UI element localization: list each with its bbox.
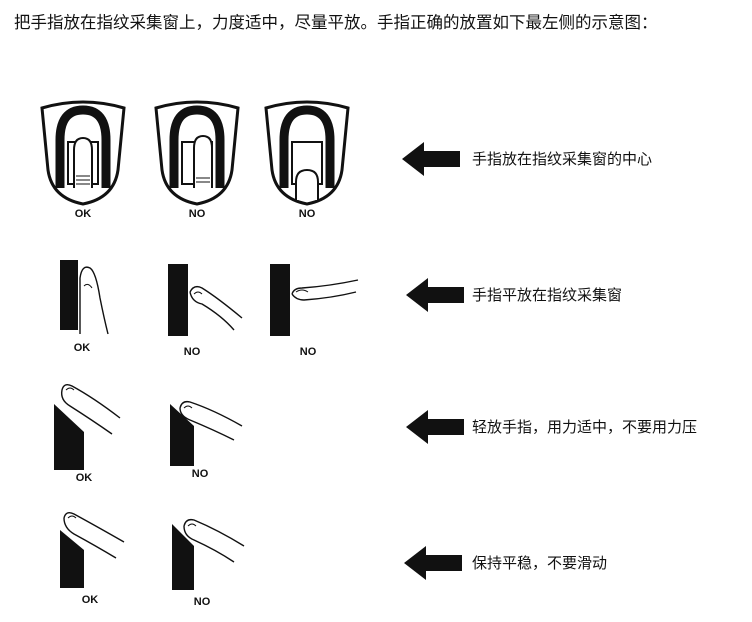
finger-steady-icon [60,511,125,588]
stability-no-figure: NO [172,508,247,608]
sensor-no-figure: NO [152,100,242,220]
finger-press-icon [54,383,121,470]
left-arrow-icon [406,278,464,312]
row-caption: 手指平放在指纹采集窗 [472,286,623,304]
label-ok: OK [81,594,99,606]
left-arrow-icon [402,142,460,176]
row-caption: 手指放在指纹采集窗的中心 [472,150,653,168]
label-ok: OK [74,208,92,220]
fingerprint-sensor-icon [264,100,350,206]
finger-side-icon [60,260,109,335]
left-arrow-icon [404,546,462,580]
row-caption: 轻放手指，用力适中，不要用力压 [472,418,698,436]
pressure-no-figure: NO [170,380,245,480]
row-caption: 保持平稳，不要滑动 [472,554,608,572]
label-no: NO [191,468,209,480]
side-no-figure: NO [168,258,248,358]
left-arrow-icon [406,410,464,444]
side-ok-figure: OK [60,258,120,354]
finger-press-icon [170,400,243,466]
sensor-ok-figure: OK [38,100,128,220]
pressure-ok-figure: OK [54,380,124,484]
finger-side-icon [168,264,243,336]
label-no: NO [193,596,211,608]
label-no: NO [299,346,317,358]
fingerprint-sensor-icon [40,100,126,206]
intro-text: 把手指放在指纹采集窗上，力度适中，尽量平放。手指正确的放置如下最左侧的示意图： [14,13,658,32]
label-ok: OK [73,342,91,354]
side-no-figure: NO [270,258,365,358]
label-no: NO [188,208,206,220]
sensor-no-figure: NO [262,100,352,220]
stability-ok-figure: OK [58,508,128,606]
finger-side-icon [270,264,359,336]
label-no: NO [183,346,201,358]
fingerprint-sensor-icon [154,100,240,206]
finger-slide-icon [172,518,245,590]
label-no: NO [298,208,316,220]
label-ok: OK [75,472,93,484]
